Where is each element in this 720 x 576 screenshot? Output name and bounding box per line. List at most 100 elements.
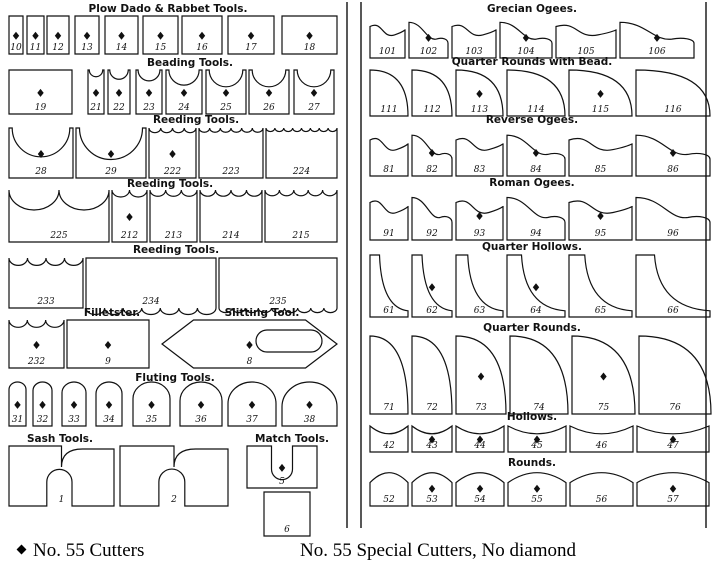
cutter-profile-222 [148, 127, 197, 179]
cutter-label-112: 112 [423, 105, 440, 115]
cutter-profile-14 [104, 15, 139, 55]
cutter-label-234: 234 [141, 297, 159, 307]
section-title-hollows: Hollows. [507, 411, 557, 423]
cutter-label-225: 225 [49, 231, 67, 241]
diamond-icon [180, 88, 188, 97]
section-title-plow: Plow Dado & Rabbet Tools. [89, 3, 248, 15]
diamond-icon [70, 400, 78, 409]
diamond-icon [597, 212, 604, 220]
cutter-profile-232 [8, 319, 65, 369]
diamond-icon [428, 435, 436, 444]
cutter-profile-215 [264, 189, 338, 243]
cutter-label-105: 105 [577, 47, 594, 57]
section-title-qhollows: Quarter Hollows. [482, 241, 582, 253]
cutter-profile-38 [281, 381, 338, 427]
cutter-label-55: 55 [531, 495, 543, 505]
diamond-icon [33, 340, 40, 349]
cutter-profile-44 [455, 424, 505, 453]
cutter-profile-32 [32, 381, 53, 427]
cutter-label-116: 116 [664, 105, 681, 115]
diamond-icon [306, 400, 313, 409]
cutter-profile-53 [411, 472, 453, 507]
cutter-label-212: 212 [120, 231, 138, 241]
cutter-profile-22 [107, 69, 131, 115]
cutter-profile-15 [142, 15, 179, 55]
cutter-profile-76 [638, 335, 712, 415]
cutter-profile-112 [411, 69, 453, 117]
diamond-icon [532, 283, 540, 292]
section-title-reeding3: Reeding Tools. [133, 244, 219, 256]
diamond-icon [105, 400, 113, 409]
diamond-icon [476, 484, 484, 493]
cutter-label-46: 46 [595, 441, 608, 451]
cutter-profile-36 [179, 381, 223, 427]
cutter-profile-29 [75, 127, 147, 179]
cutter-profile-73 [455, 335, 507, 415]
cutter-profile-212 [111, 189, 148, 243]
cutter-label-47: 47 [666, 441, 679, 451]
section-title-slitting: Slitting Tool. [225, 307, 300, 319]
cutter-profile-55 [507, 472, 567, 507]
diamond-icon [653, 33, 661, 42]
diamond-icon [533, 484, 541, 493]
diamond-icon [83, 31, 91, 40]
cutter-label-36: 36 [195, 415, 207, 425]
cutter-profile-71 [369, 335, 409, 415]
diamond-icon [37, 150, 45, 158]
diamond-icon [600, 372, 607, 381]
cutter-profile-5 [246, 445, 318, 489]
cutter-profile-12 [46, 15, 70, 55]
diamond-icon [145, 88, 153, 97]
legend-left-text: No. 55 Cutters [33, 540, 145, 561]
cutter-label-223: 223 [221, 167, 239, 177]
cutter-label-16: 16 [196, 43, 208, 53]
cutter-label-42: 42 [382, 441, 395, 451]
diamond-icon [92, 88, 100, 97]
cutter-label-213: 213 [164, 231, 182, 241]
cutter-label-56: 56 [596, 495, 608, 505]
cutter-label-22: 22 [112, 103, 125, 113]
diamond-icon [425, 33, 432, 42]
cutter-profile-86 [635, 134, 711, 177]
diamond-icon [148, 400, 155, 409]
cutter-profile-2 [119, 445, 229, 507]
diamond-icon [477, 372, 485, 381]
diamond-icon [428, 148, 436, 157]
cutter-profile-46 [569, 425, 634, 453]
cutter-profile-61 [369, 254, 409, 318]
slitting-tool-slot [255, 329, 323, 353]
diamond-icon [39, 400, 46, 409]
cutter-label-86: 86 [667, 165, 679, 175]
cutter-profile-63 [455, 254, 504, 318]
cutter-profile-234 [85, 257, 217, 316]
cutter-label-11: 11 [30, 43, 41, 53]
cutter-profile-72 [411, 335, 453, 415]
diamond-icon [476, 212, 483, 220]
cutter-label-224: 224 [292, 167, 310, 177]
cutter-profile-224 [265, 127, 338, 179]
cutter-profile-34 [95, 381, 123, 427]
cutter-profile-106 [619, 21, 695, 59]
cutter-label-102: 102 [420, 47, 437, 57]
cutter-profile-92 [411, 196, 453, 241]
diamond-icon [54, 31, 62, 40]
diamond-icon [278, 463, 286, 472]
cutter-label-5: 5 [279, 477, 285, 487]
diamond-icon [16, 544, 27, 555]
cutter-label-111: 111 [380, 105, 397, 115]
cutter-label-63: 63 [474, 306, 486, 316]
cutter-label-75: 75 [598, 403, 610, 413]
cutter-profile-26 [248, 69, 290, 115]
section-title-filletster: Filletster. [84, 307, 140, 319]
legend-right-text: No. 55 Special Cutters, No diamond [300, 540, 576, 561]
diamond-icon [14, 400, 21, 409]
cutter-label-38: 38 [304, 415, 316, 425]
cutter-label-26: 26 [262, 103, 275, 113]
cutter-profile-105 [555, 24, 617, 59]
cutter-label-33: 33 [68, 415, 80, 425]
cutter-profile-8 [161, 319, 338, 369]
cutter-profile-111 [369, 69, 409, 117]
cutter-profile-81 [369, 137, 409, 177]
diamond-icon [198, 31, 206, 40]
cutter-label-8: 8 [247, 357, 253, 367]
